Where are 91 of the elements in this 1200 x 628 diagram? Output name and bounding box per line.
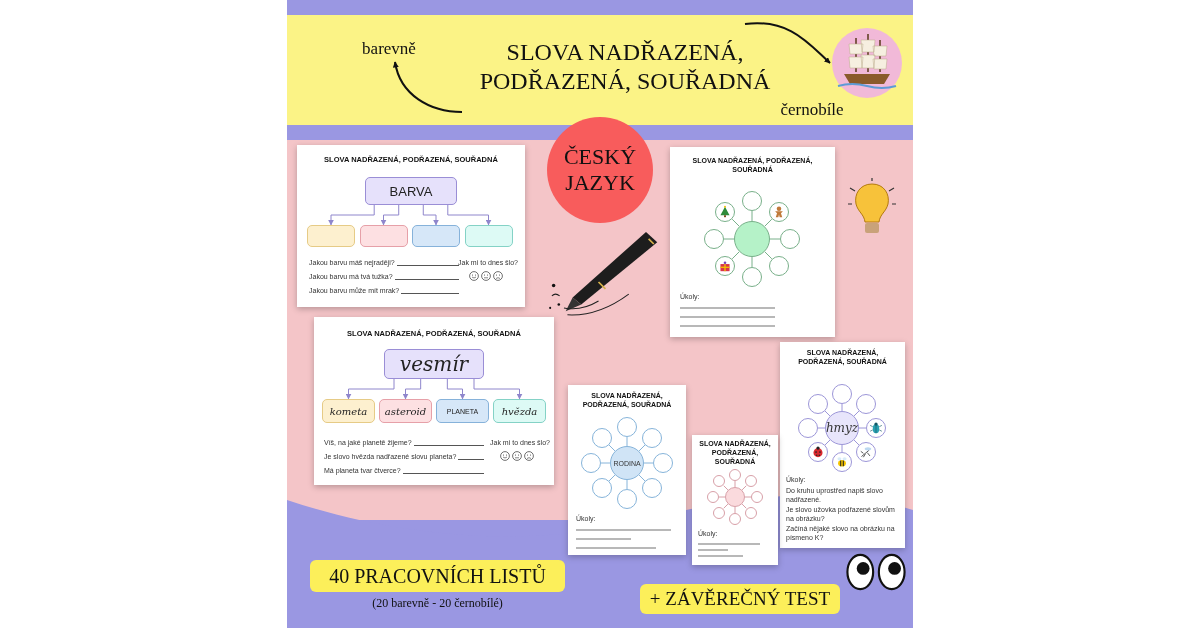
empty-circle <box>729 469 741 481</box>
connector-line <box>764 218 773 227</box>
center-circle <box>734 221 770 257</box>
connector-line <box>764 251 773 260</box>
connector-line <box>744 496 752 498</box>
empty-circle <box>780 229 800 249</box>
empty-circle <box>617 417 637 437</box>
connector-line <box>723 503 729 509</box>
worksheet-card <box>297 145 525 307</box>
connector-line <box>723 238 735 240</box>
connector-line <box>853 439 860 446</box>
connector-line <box>600 462 611 464</box>
connector-line <box>638 444 646 452</box>
worksheet-card <box>314 317 554 485</box>
connector-line <box>626 479 628 490</box>
arrow <box>328 204 375 226</box>
word-box: kometa <box>322 399 375 423</box>
connector-line <box>608 474 616 482</box>
title-banner: 40 PRACOVNÍCH LISTŮ <box>310 560 565 592</box>
connector-line <box>723 485 729 491</box>
empty-circle <box>581 453 601 473</box>
word-box: hvězda <box>493 399 546 423</box>
connector-line <box>841 403 843 412</box>
arrow <box>380 204 400 226</box>
empty-circle <box>653 453 673 473</box>
empty-circle <box>768 255 789 276</box>
arrow <box>393 61 463 113</box>
worksheet-card <box>568 385 686 555</box>
arrow <box>744 22 831 64</box>
ship-picture <box>832 28 902 98</box>
empty-circle <box>713 475 726 488</box>
empty-box <box>412 225 460 247</box>
empty-circle <box>617 489 637 509</box>
empty-circle <box>591 427 612 448</box>
connector-line <box>817 427 826 429</box>
worksheet-card <box>692 435 778 565</box>
connector-line <box>731 218 740 227</box>
connector-line <box>858 427 867 429</box>
connector-line <box>731 251 740 260</box>
empty-circle <box>729 513 741 525</box>
connector-line <box>734 480 736 488</box>
word-box: asteroid <box>379 399 432 423</box>
empty-circle <box>807 393 828 414</box>
title-banner: + ZÁVĚREČNÝ TEST <box>640 584 840 614</box>
connector-line <box>853 410 860 417</box>
arrow <box>402 378 422 400</box>
connector-line <box>841 444 843 453</box>
connector-line <box>718 496 726 498</box>
empty-circle <box>744 475 757 488</box>
annotation-text: černobíle <box>779 100 845 120</box>
empty-box <box>464 225 513 247</box>
connector-line <box>643 462 654 464</box>
annotation-text: barevně <box>356 38 422 60</box>
connector-line <box>824 410 831 417</box>
arrow <box>473 378 523 400</box>
concept-box: BARVA <box>365 177 457 205</box>
center-circle <box>725 487 745 507</box>
connector-line <box>741 503 747 509</box>
empty-box <box>359 225 408 247</box>
empty-circle <box>798 418 818 438</box>
empty-circle <box>591 478 612 499</box>
arrow <box>447 204 492 226</box>
connector-line <box>751 256 753 268</box>
arrow <box>345 378 395 400</box>
subtitle-text: (20 barevně - 20 černobílé) <box>371 596 504 611</box>
empty-circle <box>704 229 724 249</box>
empty-circle <box>642 427 663 448</box>
empty-circle <box>642 478 663 499</box>
connector-line <box>638 474 646 482</box>
arrow <box>422 204 439 226</box>
connector-line <box>769 238 781 240</box>
empty-box <box>307 225 355 247</box>
empty-circle <box>744 506 757 519</box>
connector-line <box>751 210 753 222</box>
connector-line <box>824 439 831 446</box>
empty-circle <box>707 491 719 503</box>
arrow <box>446 378 466 400</box>
worksheet-card <box>780 342 905 548</box>
empty-circle <box>742 267 762 287</box>
page-title: SLOVA NADŘAZENÁ, PODŘAZENÁ, SOUŘADNÁ <box>478 38 772 96</box>
empty-circle <box>856 393 877 414</box>
connector-line <box>741 485 747 491</box>
center-circle: hmyz <box>825 411 859 445</box>
connector-line <box>734 506 736 514</box>
connector-line <box>626 436 628 447</box>
concept-box: vesmír <box>384 349 484 379</box>
empty-circle <box>742 191 762 211</box>
empty-circle <box>832 384 852 404</box>
empty-circle <box>751 491 763 503</box>
worksheet-card <box>670 147 835 337</box>
empty-circle <box>713 506 726 519</box>
